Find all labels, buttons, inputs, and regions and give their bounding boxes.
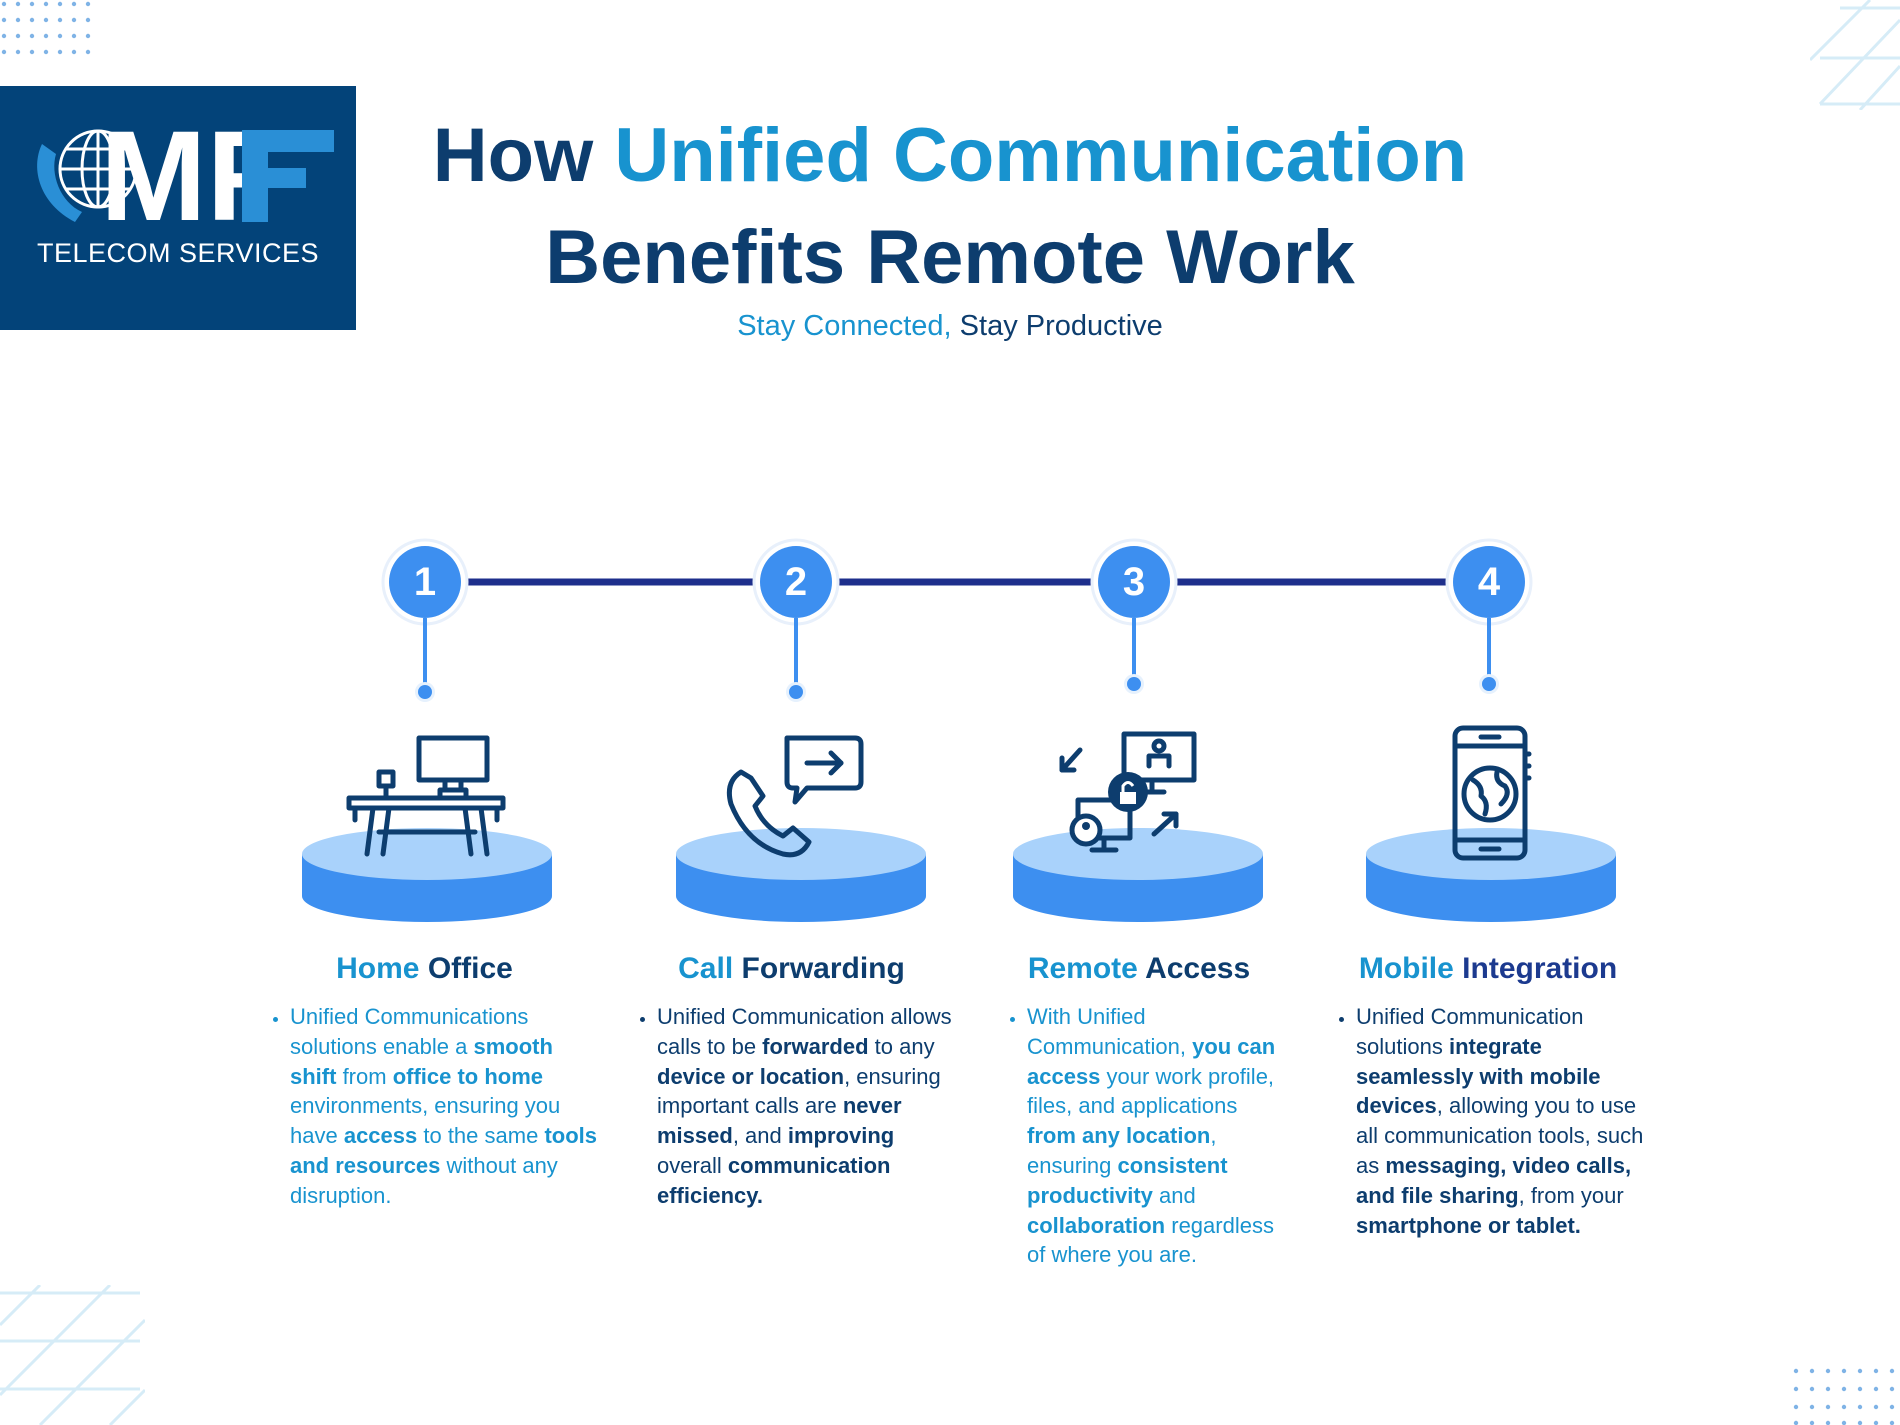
step-title-accent: Call xyxy=(678,952,734,985)
emphasis-text: smartphone or tablet. xyxy=(1356,1212,1581,1238)
timeline xyxy=(381,538,1533,702)
emphasis-text: collaboration xyxy=(1027,1212,1166,1238)
body-text: regardless of where you are. xyxy=(1027,1212,1274,1268)
subtitle-accent: Stay Connected, xyxy=(737,310,952,342)
emphasis-text: office to home xyxy=(392,1063,544,1089)
desk-icon xyxy=(346,735,506,857)
emphasis-text: forwarded xyxy=(762,1033,869,1059)
body-text: Unified Communication allows calls to be xyxy=(657,1004,952,1059)
step-title-rest: Integration xyxy=(1453,952,1618,985)
step-description-3: With Unified Communication, you can acce… xyxy=(1027,1002,1289,1270)
title-line2: Benefits Remote Work xyxy=(545,215,1355,300)
pedestal-1 xyxy=(302,828,552,922)
emphasis-text: you can access xyxy=(1027,1033,1276,1089)
emphasis-text: communication efficiency. xyxy=(657,1152,891,1208)
emphasis-text: tools and resources xyxy=(290,1123,597,1178)
body-text: and xyxy=(1152,1182,1196,1208)
emphasis-text: consistent productivity xyxy=(1027,1152,1228,1208)
step-title-accent: Home xyxy=(336,952,420,985)
body-text: environments, ensuring you have xyxy=(290,1093,561,1149)
page-subtitle: Stay Connected, Stay Productive xyxy=(320,310,1580,343)
dot-pattern-bottom-right xyxy=(1793,1368,1895,1425)
step-title-rest: Forwarding xyxy=(733,952,905,985)
logo-company-name: TELECOM SERVICES xyxy=(36,238,320,268)
step-number-2: 2 xyxy=(784,560,808,604)
body-text: , and xyxy=(732,1123,788,1149)
page-title: How Unified Communication Benefits Remot… xyxy=(320,105,1580,309)
pedestal-4 xyxy=(1366,828,1616,922)
remote-access-icon xyxy=(1059,731,1197,853)
body-text: to any xyxy=(868,1033,935,1059)
step-title-1: Home Office xyxy=(252,952,597,986)
emphasis-text: device or location xyxy=(657,1063,845,1089)
step-title-accent: Remote xyxy=(1027,952,1138,985)
step-title-2: Call Forwarding xyxy=(619,952,964,986)
emphasis-text: messaging, video calls, and file sharing xyxy=(1356,1152,1632,1208)
emphasis-text: never missed xyxy=(657,1093,902,1149)
body-text: overall xyxy=(657,1152,728,1178)
phone-forward-icon xyxy=(726,735,864,858)
step-card-2: Call Forwarding Unified Communication al… xyxy=(619,952,964,1211)
body-text: , ensuring xyxy=(1027,1123,1217,1178)
step-card-4: Mobile Integration Unified Communication… xyxy=(1318,952,1658,1240)
step-title-rest: Access xyxy=(1137,952,1251,985)
step-title-accent: Mobile xyxy=(1358,952,1454,985)
body-text: , from your xyxy=(1518,1182,1624,1208)
company-logo: MF TELECOM SERVICES xyxy=(0,86,356,330)
title-part1: How xyxy=(432,113,615,198)
body-text: to the same xyxy=(417,1123,545,1149)
emphasis-text: from any location xyxy=(1027,1123,1211,1149)
step-title-4: Mobile Integration xyxy=(1318,952,1658,986)
subtitle-rest: Stay Productive xyxy=(951,310,1163,342)
timeline-node-3 xyxy=(1090,538,1178,694)
dot-pattern-top-left xyxy=(1,1,91,55)
body-text: Unified Communication solutions xyxy=(1356,1004,1584,1059)
emphasis-text: integrate seamlessly with mobile devices xyxy=(1356,1033,1601,1119)
step-card-3: Remote Access With Unified Communication… xyxy=(989,952,1289,1270)
step-title-3: Remote Access xyxy=(989,952,1289,986)
smartphone-globe-icon xyxy=(1452,725,1532,861)
timeline-node-1 xyxy=(381,538,469,702)
body-text: , ensuring important calls are xyxy=(657,1063,941,1119)
body-text: , allowing you to use all communication … xyxy=(1356,1093,1644,1178)
body-text: With Unified Communication, xyxy=(1027,1004,1193,1059)
step-card-1: Home Office Unified Communications solut… xyxy=(252,952,597,1211)
line-pattern-bottom-left xyxy=(0,1285,145,1425)
emphasis-text: access xyxy=(343,1123,418,1149)
timeline-node-4 xyxy=(1445,538,1533,694)
step-description-4: Unified Communication solutions integrat… xyxy=(1356,1002,1658,1240)
mf-logo-mark: MF xyxy=(100,116,334,236)
step-description-1: Unified Communications solutions enable … xyxy=(290,1002,597,1211)
step-number-3: 3 xyxy=(1122,560,1146,604)
step-number-4: 4 xyxy=(1477,560,1501,604)
step-number-1: 1 xyxy=(413,560,437,604)
body-text: from xyxy=(336,1063,393,1089)
emphasis-text: improving xyxy=(787,1123,895,1149)
step-title-rest: Office xyxy=(419,952,513,985)
emphasis-text: smooth shift xyxy=(290,1033,553,1089)
timeline-node-2 xyxy=(752,538,840,702)
body-text: your work profile, files, and applicatio… xyxy=(1027,1063,1275,1119)
body-text: Unified Communications solutions enable … xyxy=(290,1004,529,1059)
globe-phone-icon xyxy=(37,129,138,222)
line-pattern-top-right xyxy=(1810,0,1900,110)
title-accent: Unified Communication xyxy=(614,113,1468,198)
body-text: without any disruption. xyxy=(290,1152,558,1208)
step-description-2: Unified Communication allows calls to be… xyxy=(657,1002,964,1211)
